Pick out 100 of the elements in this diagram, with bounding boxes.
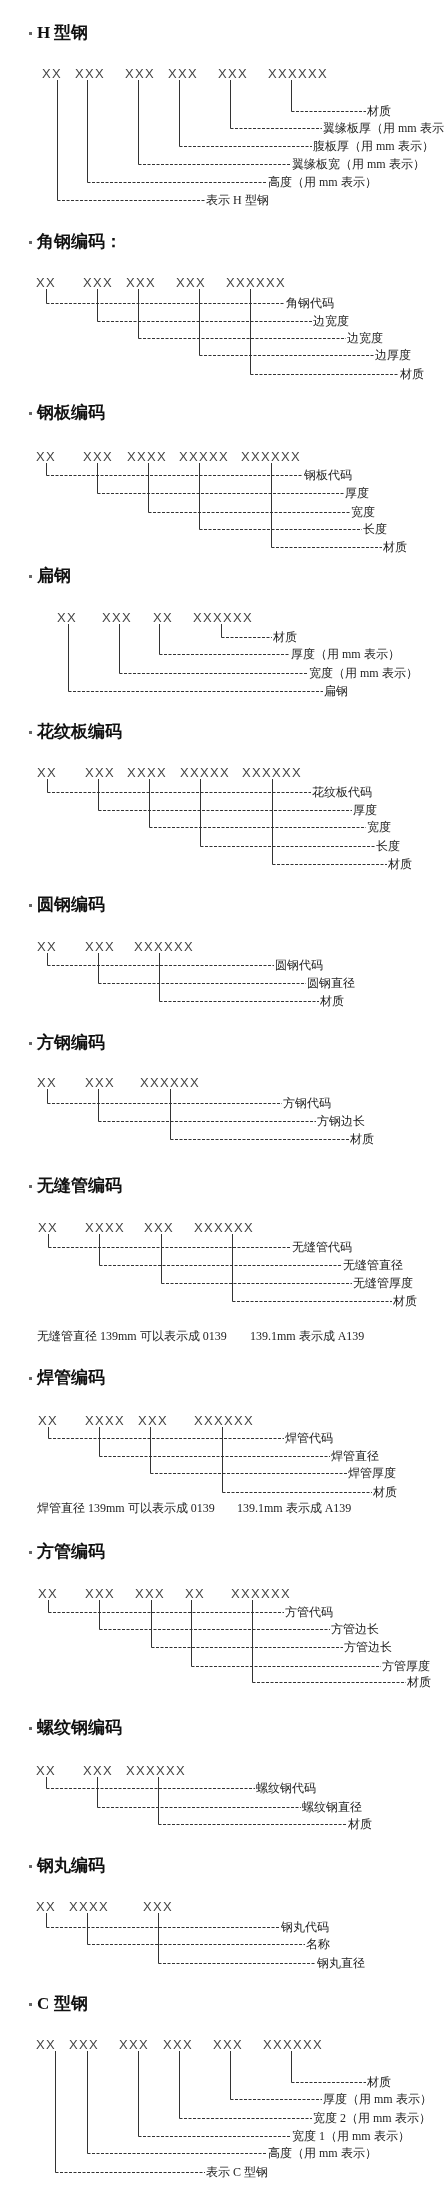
leader-line <box>151 1599 344 1648</box>
code-text: XX <box>36 451 56 463</box>
code-text: XXX <box>143 1901 173 1913</box>
code-text: XX <box>36 1901 56 1913</box>
leader-line <box>148 462 351 513</box>
note-text: 139.1mm 表示成 A139 <box>250 1329 365 1343</box>
field-label: 宽度 <box>366 820 391 834</box>
field-label: 高度（用 mm 表示） <box>267 2146 377 2160</box>
code-text: XX <box>38 1588 58 1600</box>
field-label: 材质 <box>272 630 297 644</box>
code-text: XX <box>36 1765 56 1777</box>
field-label: 宽度 2（用 mm 表示） <box>312 2111 431 2125</box>
section-heading: 圆钢编码 <box>37 895 105 915</box>
code-text: XXXXXX <box>194 1222 254 1234</box>
field-label: 腹板厚（用 mm 表示） <box>312 139 434 153</box>
code-text: XXX <box>85 1077 115 1089</box>
field-label: 名称 <box>305 1937 330 1951</box>
code-text: XXXXXX <box>268 68 328 80</box>
field-label: 焊管直径 <box>330 1449 379 1463</box>
field-label: 圆钢代码 <box>274 958 323 972</box>
code-text: XXX <box>75 68 105 80</box>
field-label: 方钢边长 <box>316 1114 365 1128</box>
code-text: XXX <box>125 68 155 80</box>
code-text: XXXX <box>85 1222 125 1234</box>
code-text: XXXXX <box>179 451 229 463</box>
note-text: 焊管直径 139mm 可以表示成 0139 <box>37 1501 215 1515</box>
code-text: XXX <box>138 1415 168 1427</box>
code-text: XXX <box>85 767 115 779</box>
leader-line <box>222 1426 373 1493</box>
field-label: 边厚度 <box>374 348 411 362</box>
note-text: 无缝管直径 139mm 可以表示成 0139 <box>37 1329 227 1343</box>
field-label: 边宽度 <box>346 331 383 345</box>
field-label: 长度 <box>362 522 387 536</box>
leader-line <box>97 1776 302 1808</box>
field-label: 边宽度 <box>312 314 349 328</box>
field-label: 翼缘板宽（用 mm 表示） <box>291 157 425 171</box>
field-label: 无缝管直径 <box>342 1258 403 1272</box>
leader-line <box>159 623 291 655</box>
field-label: 角钢代码 <box>285 296 334 310</box>
section-heading: 螺纹钢编码 <box>37 1718 122 1738</box>
field-label: 材质 <box>347 1817 372 1831</box>
field-label: 材质 <box>399 367 424 381</box>
field-label: 翼缘板厚（用 mm 表示 <box>322 121 444 135</box>
code-text: XXX <box>83 451 113 463</box>
leader-line <box>271 462 383 548</box>
field-label: 材质 <box>319 994 344 1008</box>
leader-line <box>252 1599 407 1683</box>
leader-line <box>48 1233 292 1248</box>
field-label: 钢丸直径 <box>316 1956 365 1970</box>
code-text: XXXXX <box>180 767 230 779</box>
code-text: XXX <box>135 1588 165 1600</box>
field-label: 材质 <box>392 1294 417 1308</box>
leader-line <box>200 778 376 847</box>
code-text: XX <box>37 767 57 779</box>
leader-line <box>272 778 388 865</box>
code-text: XX <box>185 1588 205 1600</box>
field-label: 无缝管厚度 <box>352 1276 413 1290</box>
field-label: 螺纹钢直径 <box>301 1800 362 1814</box>
leader-line <box>46 462 304 476</box>
leader-line <box>47 952 275 966</box>
code-text: XXXXXX <box>241 451 301 463</box>
leader-line <box>158 1912 317 1964</box>
leader-line <box>150 1426 348 1474</box>
field-label: 厚度（用 mm 表示） <box>322 2092 432 2106</box>
leader-line <box>99 1599 331 1630</box>
leader-line <box>55 2050 206 2173</box>
field-label: 方管厚度 <box>381 1659 430 1673</box>
code-text: XXXXXX <box>193 612 253 624</box>
section-heading: 角钢编码： <box>37 232 122 252</box>
leader-line <box>179 79 313 147</box>
field-label: 方管边长 <box>343 1640 392 1654</box>
leader-line <box>161 1233 353 1284</box>
field-label: 花纹板代码 <box>311 785 372 799</box>
code-text: XXXXXX <box>226 277 286 289</box>
code-text: XX <box>38 1222 58 1234</box>
code-text: XXXX <box>127 451 167 463</box>
code-text: XXX <box>83 277 113 289</box>
leader-line <box>47 1088 283 1104</box>
leader-line <box>149 778 367 828</box>
leader-line <box>230 2050 323 2100</box>
leader-line <box>87 79 268 183</box>
code-text: XXX <box>144 1222 174 1234</box>
code-text: XXXX <box>69 1901 109 1913</box>
field-label: 宽度（用 mm 表示） <box>308 666 418 680</box>
field-label: 钢板代码 <box>303 468 352 482</box>
leader-line <box>48 1599 285 1613</box>
code-text: XXX <box>85 941 115 953</box>
code-text: XXXXXX <box>263 2039 323 2051</box>
section-heading: 花纹板编码 <box>37 722 122 742</box>
field-label: 宽度 1（用 mm 表示） <box>291 2129 410 2143</box>
code-text: XX <box>57 612 77 624</box>
leader-line <box>98 952 307 984</box>
field-label: 厚度（用 mm 表示） <box>290 647 400 661</box>
leader-line <box>291 2050 367 2083</box>
code-text: XX <box>38 1415 58 1427</box>
leader-line <box>87 2050 268 2154</box>
code-text: XX <box>42 68 62 80</box>
leader-line <box>199 288 375 356</box>
field-label: 钢丸代码 <box>280 1920 329 1934</box>
leader-line <box>99 1233 343 1266</box>
